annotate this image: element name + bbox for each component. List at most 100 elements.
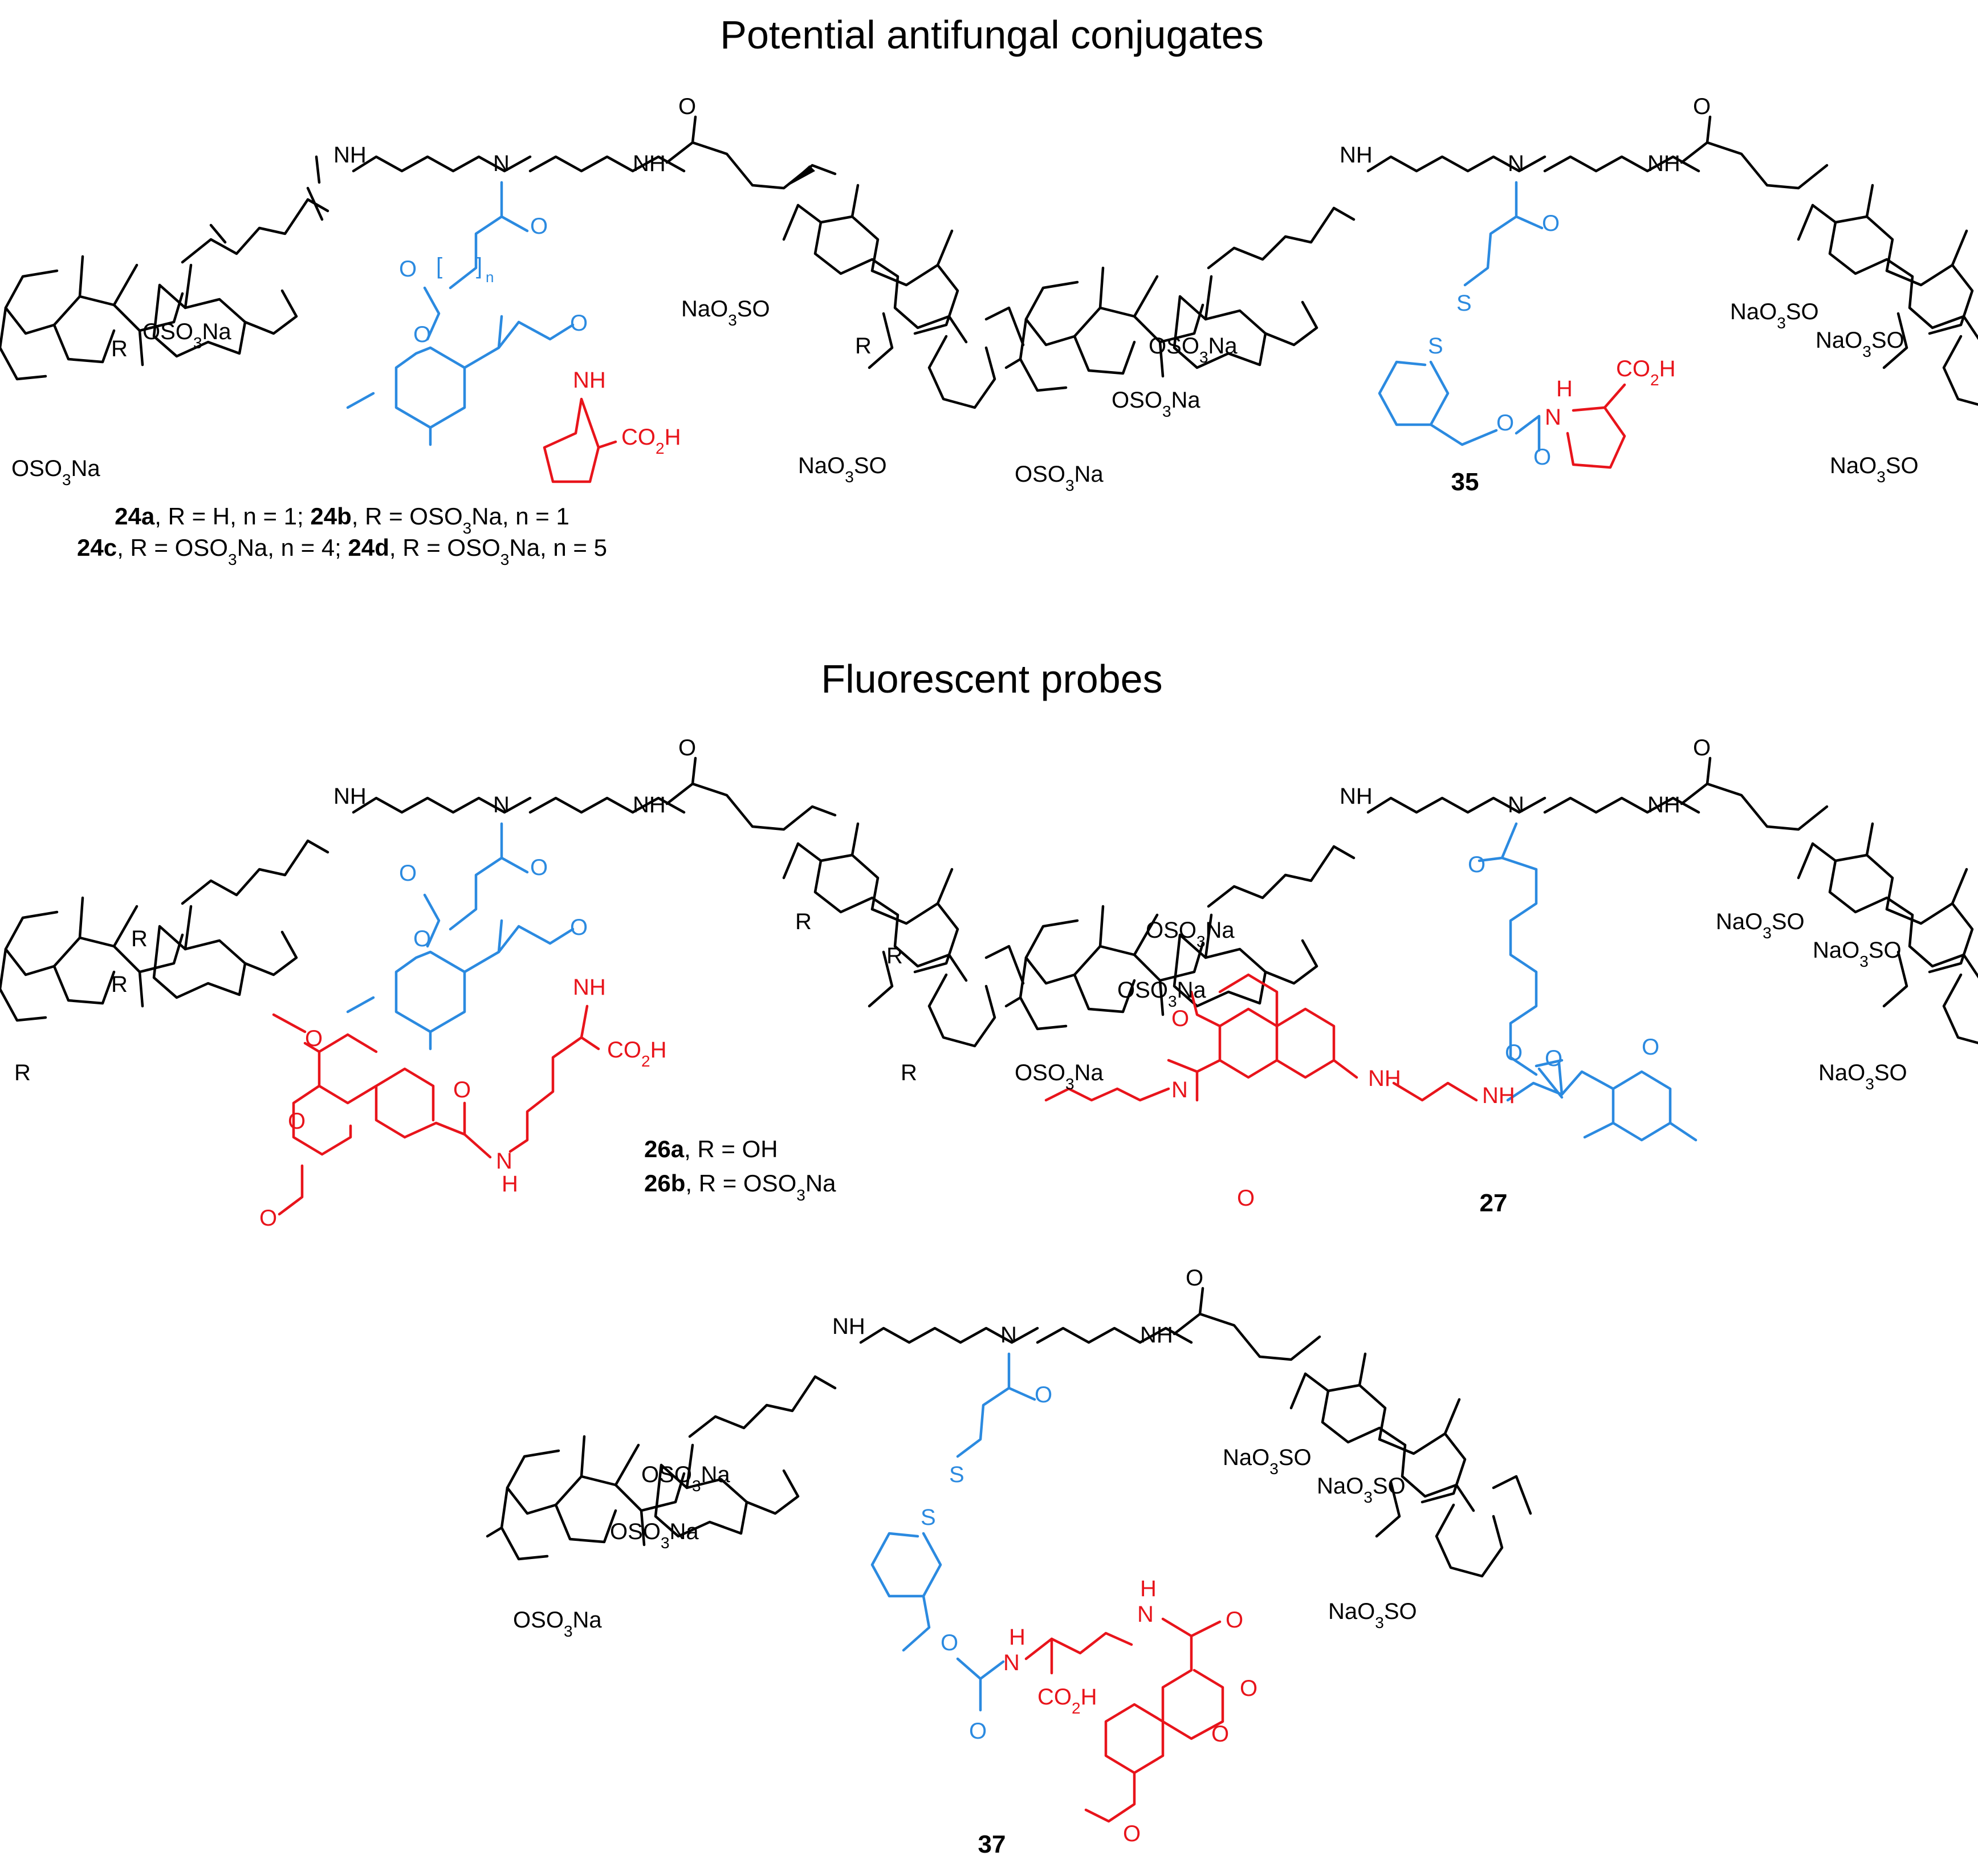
atom-o: O bbox=[1693, 735, 1711, 760]
atom-nao3so: NaO3SO bbox=[1328, 1599, 1417, 1631]
atom-nao3so: NaO3SO bbox=[1830, 453, 1919, 486]
atom-o: O bbox=[1240, 1676, 1257, 1701]
compound-26-legend-line-2: 26b, R = OSO3Na bbox=[644, 1170, 836, 1204]
atom-o: O bbox=[530, 855, 548, 880]
atom-o: O bbox=[1542, 211, 1560, 236]
atom-o: O bbox=[1226, 1608, 1243, 1633]
atom-oso3na: OSO3Na bbox=[1117, 978, 1206, 1010]
atom-o: O bbox=[1211, 1722, 1229, 1747]
atom-o: O bbox=[453, 1077, 471, 1102]
antifungal-section-title: Potential antifungal conjugates bbox=[720, 13, 1263, 57]
atom-r: R bbox=[795, 909, 812, 934]
atom-o: O bbox=[570, 915, 588, 940]
atom-o: O bbox=[399, 861, 417, 886]
compound-27-structure: NH N NH O O O O O NH NH N O O OSO3Na OSO… bbox=[1006, 735, 1978, 1211]
atom-oso3na: OSO3Na bbox=[641, 1462, 730, 1495]
compound-24-legend-line-1: 24a, R = H, n = 1; 24b, R = OSO3Na, n = … bbox=[115, 503, 569, 537]
atom-nao3so: NaO3SO bbox=[1716, 909, 1805, 942]
atom-n: N bbox=[496, 1149, 512, 1174]
atom-o: O bbox=[259, 1206, 277, 1231]
atom-nh: NH bbox=[333, 784, 367, 809]
atom-nao3so: NaO3SO bbox=[1813, 938, 1902, 970]
atom-oso3na: OSO3Na bbox=[1112, 388, 1200, 420]
atom-nh: NH bbox=[1647, 151, 1680, 176]
atom-r: R bbox=[901, 1060, 917, 1085]
atom-co2h: CO2H bbox=[1037, 1684, 1097, 1717]
atom-nh: NH bbox=[1340, 784, 1373, 809]
atom-nao3so: NaO3SO bbox=[1223, 1445, 1312, 1478]
atom-o: O bbox=[941, 1630, 958, 1655]
atom-o: O bbox=[1237, 1186, 1255, 1211]
atom-o: O bbox=[1468, 852, 1485, 877]
atom-o: O bbox=[288, 1109, 306, 1134]
atom-r: R bbox=[111, 972, 128, 997]
atom-n: N bbox=[493, 151, 510, 176]
atom-o: O bbox=[1533, 445, 1551, 470]
atom-co2h: CO2H bbox=[607, 1037, 666, 1070]
atom-nh: NH bbox=[1140, 1322, 1173, 1348]
atom-o: O bbox=[678, 735, 696, 760]
atom-o: O bbox=[678, 94, 696, 119]
atom-nh: NH bbox=[832, 1314, 865, 1339]
atom-s: S bbox=[1428, 333, 1443, 359]
atom-co2h: CO2H bbox=[621, 425, 681, 457]
atom-o: O bbox=[1123, 1821, 1141, 1846]
atom-nh: NH bbox=[633, 151, 666, 176]
atom-o: O bbox=[413, 322, 431, 347]
atom-oso3na: OSO3Na bbox=[11, 456, 100, 489]
atom-nh: NH bbox=[573, 368, 606, 393]
atom-n: N bbox=[1171, 1077, 1188, 1102]
atom-o: O bbox=[530, 214, 548, 239]
probes-section-title: Fluorescent probes bbox=[821, 657, 1162, 701]
atom-h: H bbox=[1140, 1576, 1157, 1601]
atom-s: S bbox=[1456, 291, 1472, 316]
compound-37-structure: NH N NH O O S S O O H N H N CO2H O O O O… bbox=[487, 1265, 1531, 1846]
atom-n: N bbox=[1003, 1650, 1020, 1675]
compound-26-legend-line-1: 26a, R = OH bbox=[644, 1136, 778, 1162]
atom-n-subscript: n bbox=[486, 268, 494, 286]
atom-h: H bbox=[502, 1171, 518, 1197]
atom-r: R bbox=[886, 943, 903, 968]
atom-nh: NH bbox=[1368, 1066, 1401, 1091]
compound-37-label: 37 bbox=[978, 1830, 1006, 1858]
atom-n: N bbox=[1508, 792, 1524, 817]
atom-nh: NH bbox=[1340, 143, 1373, 168]
compound-26-structure: NH N NH O O O O O NH CO2H H N O O O O R … bbox=[0, 735, 1023, 1231]
bracket-left: [ bbox=[436, 254, 442, 279]
atom-nao3so: NaO3SO bbox=[1730, 299, 1819, 332]
atom-oso3na: OSO3Na bbox=[610, 1519, 699, 1552]
atom-r: R bbox=[131, 926, 148, 951]
compound-35-structure: NH N NH O O S S O O H N CO2H OSO3Na OSO3… bbox=[1006, 94, 1978, 494]
atom-s: S bbox=[921, 1505, 936, 1530]
compound-24-structure: NH N NH O O [ ] n O O O NH CO2H R OSO3Na… bbox=[0, 94, 1023, 489]
atom-nh: NH bbox=[333, 143, 367, 168]
atom-o: O bbox=[1171, 1006, 1189, 1031]
atom-nh: NH bbox=[633, 792, 666, 817]
atom-o: O bbox=[413, 926, 431, 951]
atom-n: N bbox=[1508, 151, 1524, 176]
compound-35-label: 35 bbox=[1451, 468, 1479, 496]
atom-r: R bbox=[855, 333, 872, 359]
atom-o: O bbox=[399, 257, 417, 282]
atom-h: H bbox=[1009, 1625, 1025, 1650]
atom-n: N bbox=[493, 792, 510, 817]
compound-27-label: 27 bbox=[1480, 1189, 1508, 1217]
atom-nao3so: NaO3SO bbox=[681, 296, 770, 329]
atom-o: O bbox=[1186, 1265, 1203, 1291]
atom-n: N bbox=[1000, 1322, 1017, 1348]
atom-oso3na: OSO3Na bbox=[513, 1608, 602, 1640]
atom-o: O bbox=[1693, 94, 1711, 119]
atom-r: R bbox=[111, 336, 128, 361]
atom-h: H bbox=[1556, 376, 1573, 401]
atom-o: O bbox=[1642, 1035, 1659, 1060]
atom-nao3so: NaO3SO bbox=[798, 453, 887, 486]
atom-n: N bbox=[1545, 405, 1561, 430]
atom-nao3so: NaO3SO bbox=[1816, 328, 1904, 360]
atom-co2h: CO2H bbox=[1616, 356, 1675, 389]
atom-o: O bbox=[305, 1026, 323, 1051]
atom-nh: NH bbox=[1647, 792, 1680, 817]
atom-o: O bbox=[1035, 1382, 1052, 1407]
atom-n: N bbox=[1137, 1602, 1154, 1627]
atom-nh: NH bbox=[1482, 1083, 1515, 1108]
